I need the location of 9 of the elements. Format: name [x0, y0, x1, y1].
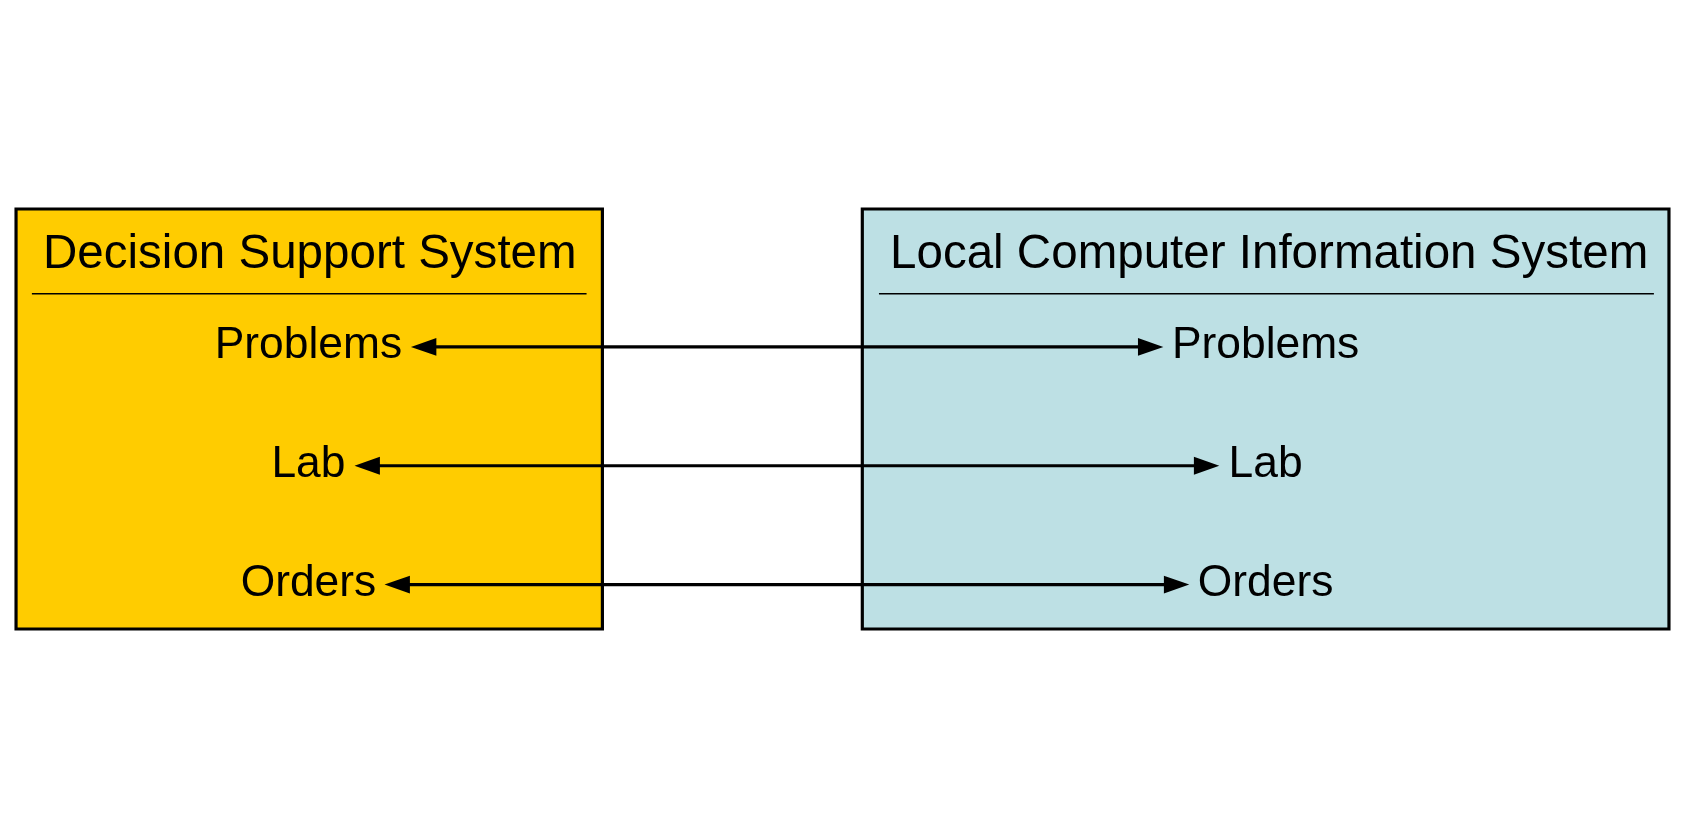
node-text: Orders: [1197, 555, 1334, 605]
node-text: Orders: [240, 555, 377, 605]
node-text: Problems: [1171, 317, 1360, 367]
arrow: [384, 575, 1190, 593]
node-text: Lab: [1228, 436, 1303, 486]
arrow: [354, 456, 1220, 475]
arrow: [410, 337, 1164, 356]
node-text: Lab: [271, 436, 346, 486]
node-text: Problems: [214, 317, 403, 367]
